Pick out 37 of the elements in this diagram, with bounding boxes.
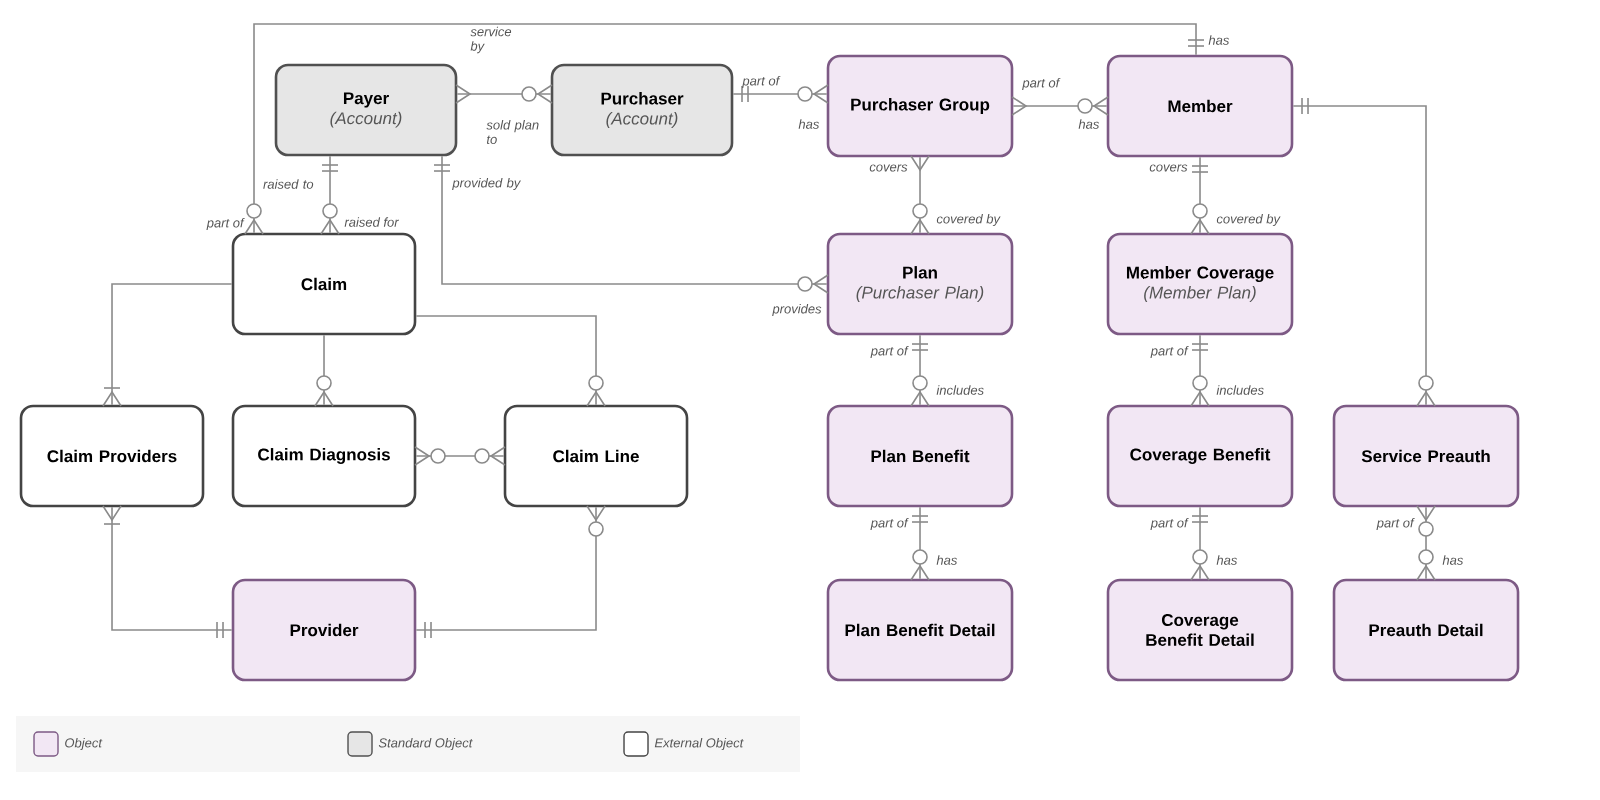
entity-box: Purchaser Group: [826, 54, 1014, 158]
relationship-line: [1190, 334, 1210, 407]
entity-box: Purchaser (Account): [550, 63, 734, 157]
entity-box: Coverage Benefit Detail: [1106, 578, 1294, 682]
entity-box: Claim Diagnosis: [231, 404, 417, 508]
relationship-line: [320, 155, 340, 235]
relationship-line: [1011, 96, 1109, 116]
entity-box: Coverage Benefit: [1106, 404, 1294, 508]
relationship-line: [415, 505, 606, 639]
relationship-line: [433, 155, 829, 294]
relationship-line: [1190, 156, 1210, 235]
entity-box: Provider: [231, 578, 417, 682]
relationship-line: [1416, 505, 1436, 581]
entity-box: Service Preauth: [1332, 404, 1520, 508]
relationship-line: [910, 334, 930, 407]
relationship-line: [1190, 506, 1210, 581]
entity-box: Member Coverage (Member Plan): [1106, 232, 1294, 336]
relationship-line: [910, 506, 930, 581]
entity-box: Plan Benefit: [826, 404, 1014, 508]
entity-box: Claim Providers: [19, 404, 205, 508]
entity-box: Payer (Account): [274, 63, 458, 157]
relationship-line: [102, 283, 233, 407]
relationship-line: [732, 84, 829, 104]
relationship-line: [1292, 97, 1436, 407]
relationship-line: [910, 155, 930, 235]
entity-box: Member: [1106, 54, 1294, 158]
relationship-line: [455, 84, 553, 104]
entity-box: Preauth Detail: [1332, 578, 1520, 682]
entity-box: Plan (Purchaser Plan): [826, 232, 1014, 336]
entity-box: Claim Line: [503, 404, 689, 508]
entity-box: Claim: [231, 232, 417, 336]
relationship-line: [102, 505, 233, 639]
relationship-line: [414, 446, 506, 466]
relationship-line: [244, 23, 1205, 235]
entity-box: Plan Benefit Detail: [826, 578, 1014, 682]
relationship-line: [415, 315, 606, 407]
relationship-line: [314, 334, 334, 407]
